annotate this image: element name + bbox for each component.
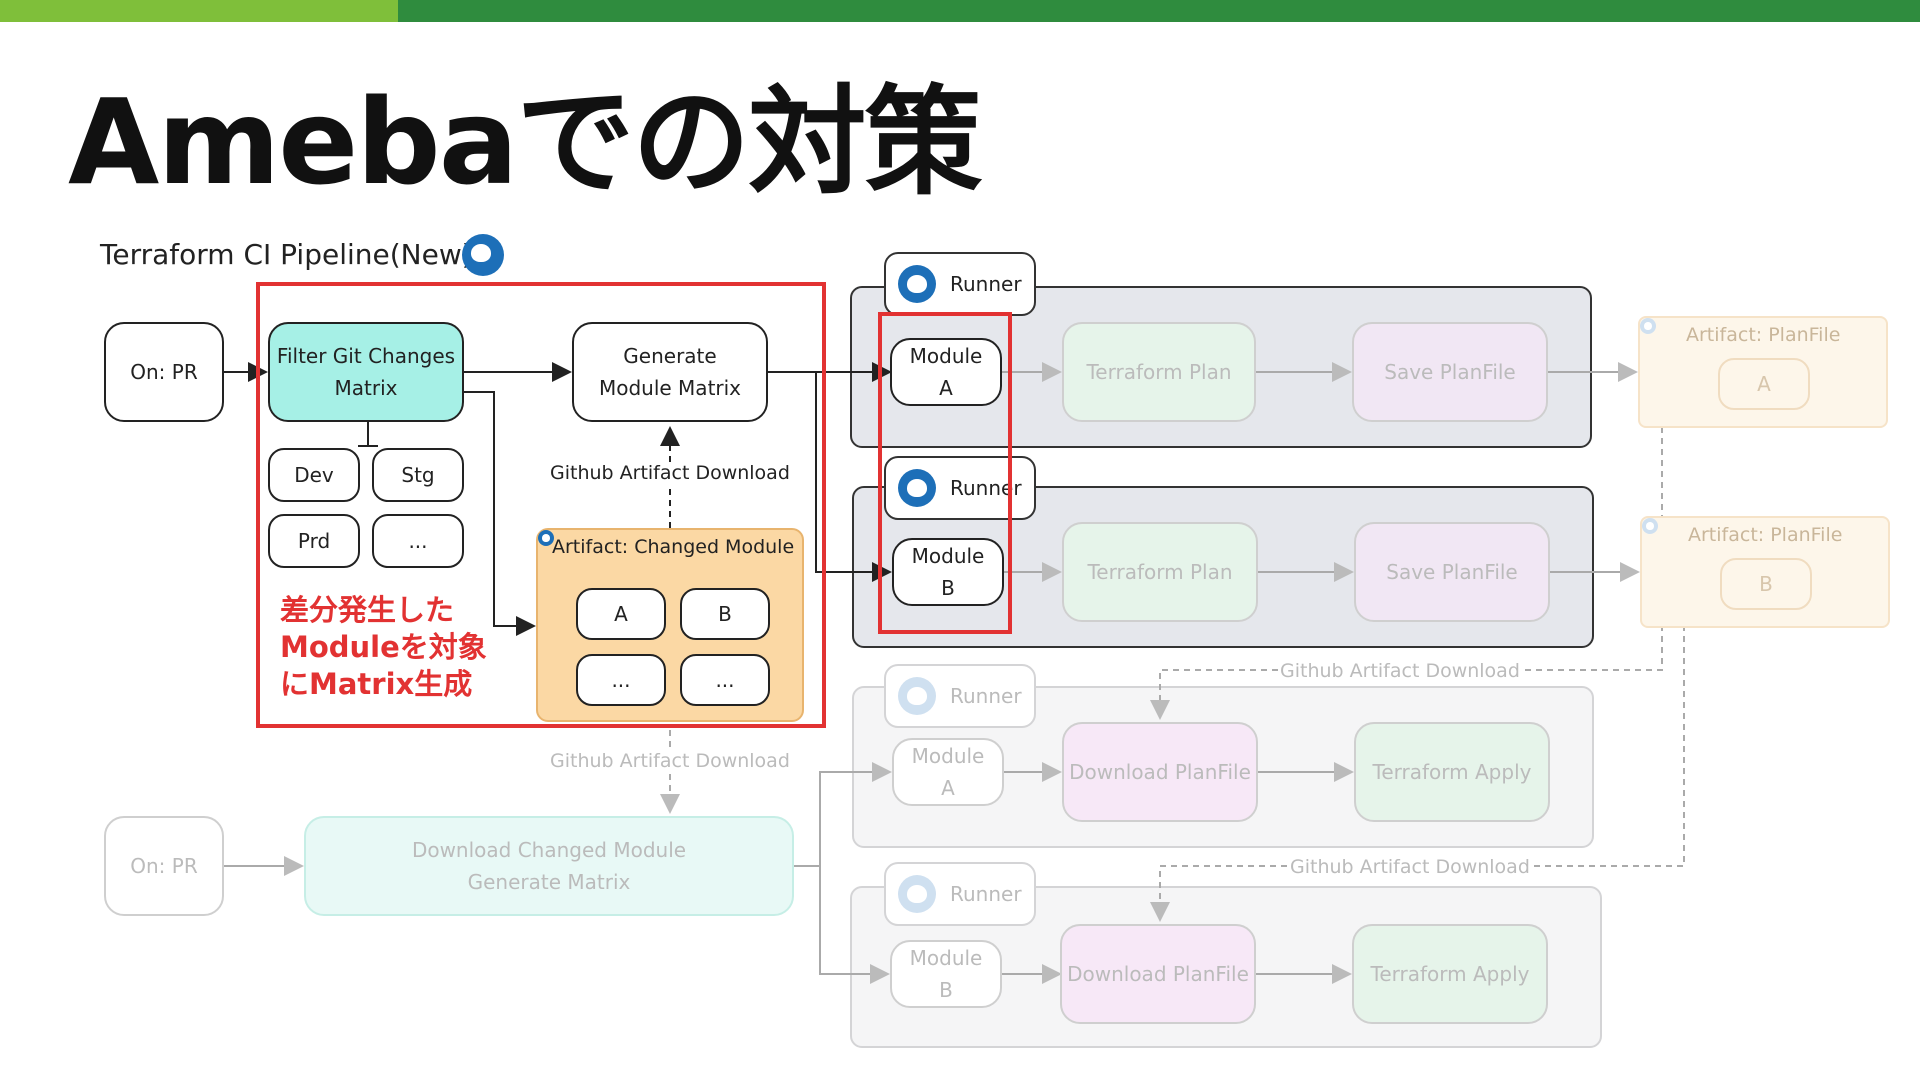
on-pr-node: On: PR (104, 322, 224, 422)
apply-module-a-node: Module A (892, 738, 1004, 806)
env-stg-label: Stg (401, 463, 435, 487)
github-icon (898, 265, 936, 303)
apply-b-label: Terraform Apply (1370, 962, 1530, 986)
apply-on-pr-node: On: PR (104, 816, 224, 916)
generate-module-matrix-node: Generate Module Matrix (572, 322, 768, 422)
terraform-plan-b: Terraform Plan (1062, 522, 1258, 622)
save-planfile-b: Save PlanFile (1354, 522, 1550, 622)
download-changed-module-node: Download Changed Module Generate Matrix (304, 816, 794, 916)
changed-module-item-more-1: ... (576, 654, 666, 706)
env-more: ... (372, 514, 464, 568)
artifact-planfile-b-item: B (1720, 558, 1812, 610)
apply-module-b-node: Module B (890, 940, 1002, 1008)
env-dev-label: Dev (294, 463, 334, 487)
item-b-label: B (718, 602, 732, 626)
github-icon (898, 469, 936, 507)
apply-runner-a-label: Runner (950, 684, 1022, 708)
plan-a-label: Terraform Plan (1086, 360, 1232, 384)
github-icon (898, 875, 936, 913)
apply-lane-b-download-label: Github Artifact Download (1290, 856, 1530, 878)
highlight-frame-left (256, 282, 826, 728)
download-b-label: Download PlanFile (1067, 962, 1249, 986)
module-b-node: Module B (892, 538, 1004, 606)
top-accent-bar-light (0, 0, 398, 22)
github-icon-small (1640, 318, 1656, 334)
annotation-note: 差分発生した Moduleを対象 にMatrix生成 (280, 593, 487, 702)
changed-module-item-b: B (680, 588, 770, 640)
env-prd-label: Prd (297, 529, 331, 553)
save-planfile-a: Save PlanFile (1352, 322, 1548, 422)
changed-module-title: Artifact: Changed Module (552, 536, 795, 558)
apply-lane-a-download-label: Github Artifact Download (1280, 660, 1520, 682)
highlight-frame-modules (878, 312, 1012, 634)
apply-runner-badge-a: Runner (884, 664, 1036, 728)
artifact-planfile-a-item: A (1718, 358, 1810, 410)
github-icon-small (538, 530, 554, 546)
download-planfile-b: Download PlanFile (1060, 924, 1256, 1024)
apply-a-label: Terraform Apply (1372, 760, 1532, 784)
github-icon (462, 234, 504, 276)
filter-git-changes-node: Filter Git Changes Matrix (268, 322, 464, 422)
artifact-planfile-b-title: Artifact: PlanFile (1688, 524, 1843, 546)
download-a-label: Download PlanFile (1069, 760, 1251, 784)
changed-module-item-a: A (576, 588, 666, 640)
plan-b-label: Terraform Plan (1087, 560, 1233, 584)
env-more-label: ... (408, 529, 428, 553)
module-a-node: Module A (890, 338, 1002, 406)
filter-label: Filter Git Changes Matrix (276, 344, 456, 400)
module-a-label: Module A (909, 344, 983, 400)
save-b-label: Save PlanFile (1386, 560, 1518, 584)
env-prd: Prd (268, 514, 360, 568)
item-more1-label: ... (611, 668, 631, 692)
download-planfile-a: Download PlanFile (1062, 722, 1258, 822)
env-dev: Dev (268, 448, 360, 502)
env-stg: Stg (372, 448, 464, 502)
github-icon-small (1642, 518, 1658, 534)
artifact-download-label: Github Artifact Download (550, 462, 790, 484)
save-a-label: Save PlanFile (1384, 360, 1516, 384)
apply-on-pr-label: On: PR (130, 854, 198, 878)
github-icon (898, 677, 936, 715)
download-changed-label: Download Changed Module Generate Matrix (411, 838, 687, 894)
diagram-subtitle: Terraform CI Pipeline(New) (100, 238, 473, 271)
apply-artifact-download-label: Github Artifact Download (550, 750, 790, 772)
page-title: Amebaでの対策 (68, 73, 982, 211)
subtitle-text: Terraform CI Pipeline(New) (100, 238, 473, 271)
module-b-label: Module B (911, 544, 985, 600)
item-a-label: A (614, 602, 628, 626)
item-more2-label: ... (715, 668, 735, 692)
planfile-a-item-label: A (1757, 372, 1771, 396)
apply-module-b-label: Module B (909, 946, 983, 1002)
apply-runner-b-label: Runner (950, 882, 1022, 906)
runner-badge-a: Runner (884, 252, 1036, 316)
generate-label: Generate Module Matrix (598, 344, 742, 400)
runner-a-label: Runner (950, 272, 1022, 296)
terraform-apply-b: Terraform Apply (1352, 924, 1548, 1024)
changed-module-item-more-2: ... (680, 654, 770, 706)
top-accent-bar (398, 0, 1920, 22)
apply-runner-badge-b: Runner (884, 862, 1036, 926)
on-pr-label: On: PR (130, 360, 198, 384)
planfile-b-item-label: B (1759, 572, 1773, 596)
terraform-apply-a: Terraform Apply (1354, 722, 1550, 822)
artifact-planfile-a-title: Artifact: PlanFile (1686, 324, 1841, 346)
apply-module-a-label: Module A (911, 744, 985, 800)
terraform-plan-a: Terraform Plan (1062, 322, 1256, 422)
